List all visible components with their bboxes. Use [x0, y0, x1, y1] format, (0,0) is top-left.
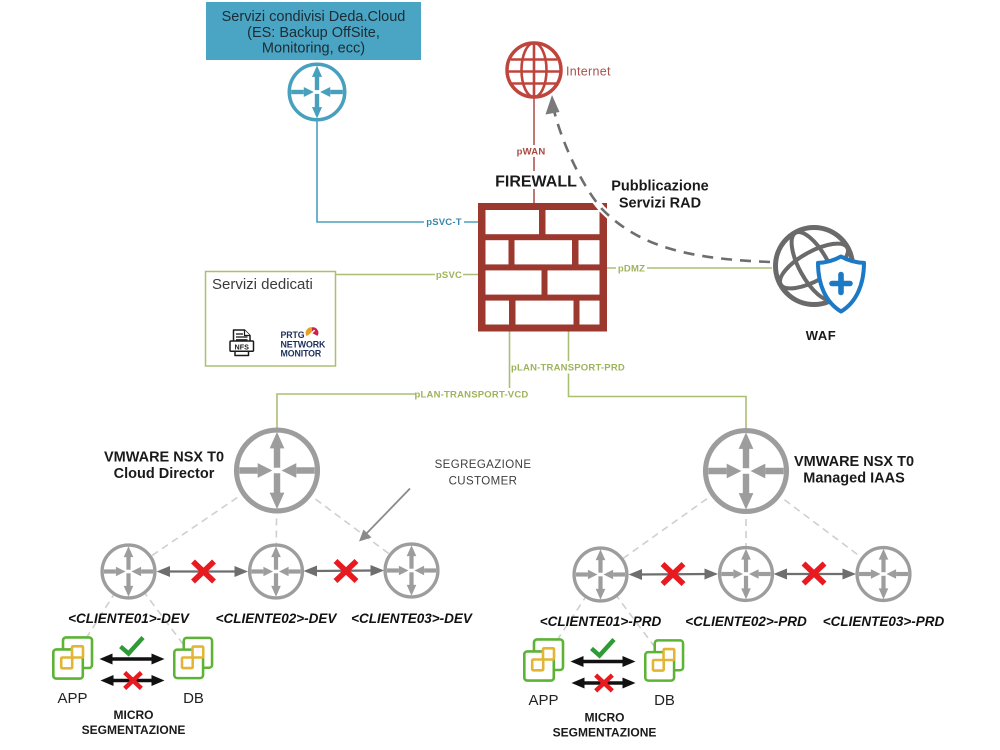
- app-label: APP: [528, 692, 558, 709]
- plan-transport-vcd-label: pLAN-TRANSPORT-VCD: [415, 390, 529, 401]
- shared-services-line1: Servizi condivisi Deda.Cloud: [222, 9, 406, 25]
- internet-label: Internet: [566, 65, 611, 79]
- nsx-left-line2: Cloud Director: [114, 466, 215, 482]
- firewall-label: FIREWALL: [495, 174, 577, 191]
- blocked-link-dev-1-2: [156, 562, 248, 582]
- client01-prd-label: <CLIENTE01>-PRD: [540, 614, 662, 629]
- check-icon: [590, 638, 616, 659]
- waf-label: WAF: [806, 328, 836, 343]
- blocked-link-dev-2-3: [303, 561, 384, 581]
- client03-dev-label: <CLIENTE03>-DEV: [351, 611, 473, 626]
- prtg-gauge-icon: [305, 327, 319, 337]
- pwan-label: pWAN: [517, 147, 546, 158]
- micro-seg-line2: SEGMENTAZIONE: [82, 723, 186, 737]
- pdmz-label: pDMZ: [618, 264, 645, 275]
- segregation-arrow: [359, 487, 411, 542]
- app-label: APP: [57, 690, 87, 707]
- shared-services-box: Servizi condivisi Deda.Cloud (ES: Backup…: [206, 2, 421, 60]
- segregation-line1: SEGREGAZIONE: [435, 459, 532, 471]
- publication-curve: [545, 95, 771, 266]
- prtg-logo-line3: MONITOR: [281, 349, 322, 359]
- shared-services-router-icon: [289, 64, 344, 119]
- client03-prd-label: <CLIENTE03>-PRD: [823, 614, 945, 629]
- nfs-file-icon: NFS: [229, 329, 255, 357]
- check-icon: [119, 636, 145, 657]
- client02-prd-router-icon: [720, 548, 773, 601]
- publication-line1: Pubblicazione: [611, 179, 709, 195]
- allowed-flow-arrow: [99, 653, 165, 665]
- micro-seg-line1: MICRO: [585, 711, 625, 725]
- blocked-link-prd-2-3: [773, 564, 856, 584]
- psvc-t-label: pSVC-T: [426, 217, 462, 228]
- client02-dev-router-icon: [250, 545, 303, 598]
- nsx-left-line1: VMWARE NSX T0: [104, 450, 224, 466]
- shared-services-line2: (ES: Backup OffSite,: [247, 25, 380, 41]
- micro-seg-line2: SEGMENTAZIONE: [553, 726, 657, 740]
- nsx-right-line1: VMWARE NSX T0: [794, 454, 914, 470]
- vm-app-icon: [52, 636, 94, 680]
- firewall-brick-icon: [478, 203, 607, 332]
- publication-arrowhead: [545, 95, 560, 115]
- client03-prd-router-icon: [857, 548, 910, 601]
- dedicated-services-title: Servizi dedicati: [212, 276, 313, 293]
- link-psvc-t-line: [316, 95, 478, 223]
- micro-seg-line1: MICRO: [114, 708, 154, 722]
- client03-dev-router-icon: [385, 544, 438, 597]
- prtg-logo-line2: NETWORK: [281, 340, 326, 350]
- nfs-label: NFS: [235, 342, 250, 351]
- waf-shield-icon: [816, 254, 866, 314]
- vm-db-icon: [644, 639, 685, 682]
- plan-transport-prd-label: pLAN-TRANSPORT-PRD: [511, 363, 625, 374]
- db-label: DB: [654, 692, 675, 709]
- prtg-logo-line1: PRTG: [281, 330, 305, 340]
- link-plan-transport-prd-line: [567, 331, 747, 440]
- nsx-t0-managed-iaas-router-icon: [706, 431, 787, 512]
- micro-segmentation-right: APP DB MICRO SEGMENTAZIONE: [523, 638, 685, 740]
- db-label: DB: [183, 690, 204, 707]
- client01-prd-router-icon: [574, 548, 627, 601]
- blocked-link-prd-1-2: [628, 564, 718, 584]
- segregation-line2: CUSTOMER: [449, 476, 518, 488]
- nsx-right-line2: Managed IAAS: [803, 471, 905, 487]
- internet-globe-icon: [505, 41, 563, 99]
- shared-services-line3: Monitoring, ecc): [262, 41, 365, 57]
- client02-prd-label: <CLIENTE02>-PRD: [685, 614, 807, 629]
- allowed-flow-arrow: [570, 656, 636, 667]
- publication-line2: Servizi RAD: [619, 196, 701, 212]
- client01-dev-label: <CLIENTE01>-DEV: [68, 611, 190, 626]
- nsx-t0-cloud-director-router-icon: [237, 430, 318, 511]
- link-plan-transport-vcd-line: [276, 331, 511, 440]
- client01-dev-router-icon: [102, 545, 155, 598]
- vm-db-icon: [173, 636, 214, 680]
- psvc-label: pSVC: [436, 270, 462, 281]
- vm-app-icon: [523, 638, 565, 682]
- micro-segmentation-left: APP DB MICRO SEGMENTAZIONE: [52, 636, 214, 737]
- client02-dev-label: <CLIENTE02>-DEV: [216, 611, 338, 626]
- link-labels: pWAN pSVC-T pSVC pDMZ pLAN-TRANSPORT-PRD…: [415, 145, 647, 401]
- dedicated-services-box: Servizi dedicati NFS PRTG NETWORK: [204, 270, 337, 367]
- prtg-logo: PRTG NETWORK MONITOR: [281, 327, 326, 359]
